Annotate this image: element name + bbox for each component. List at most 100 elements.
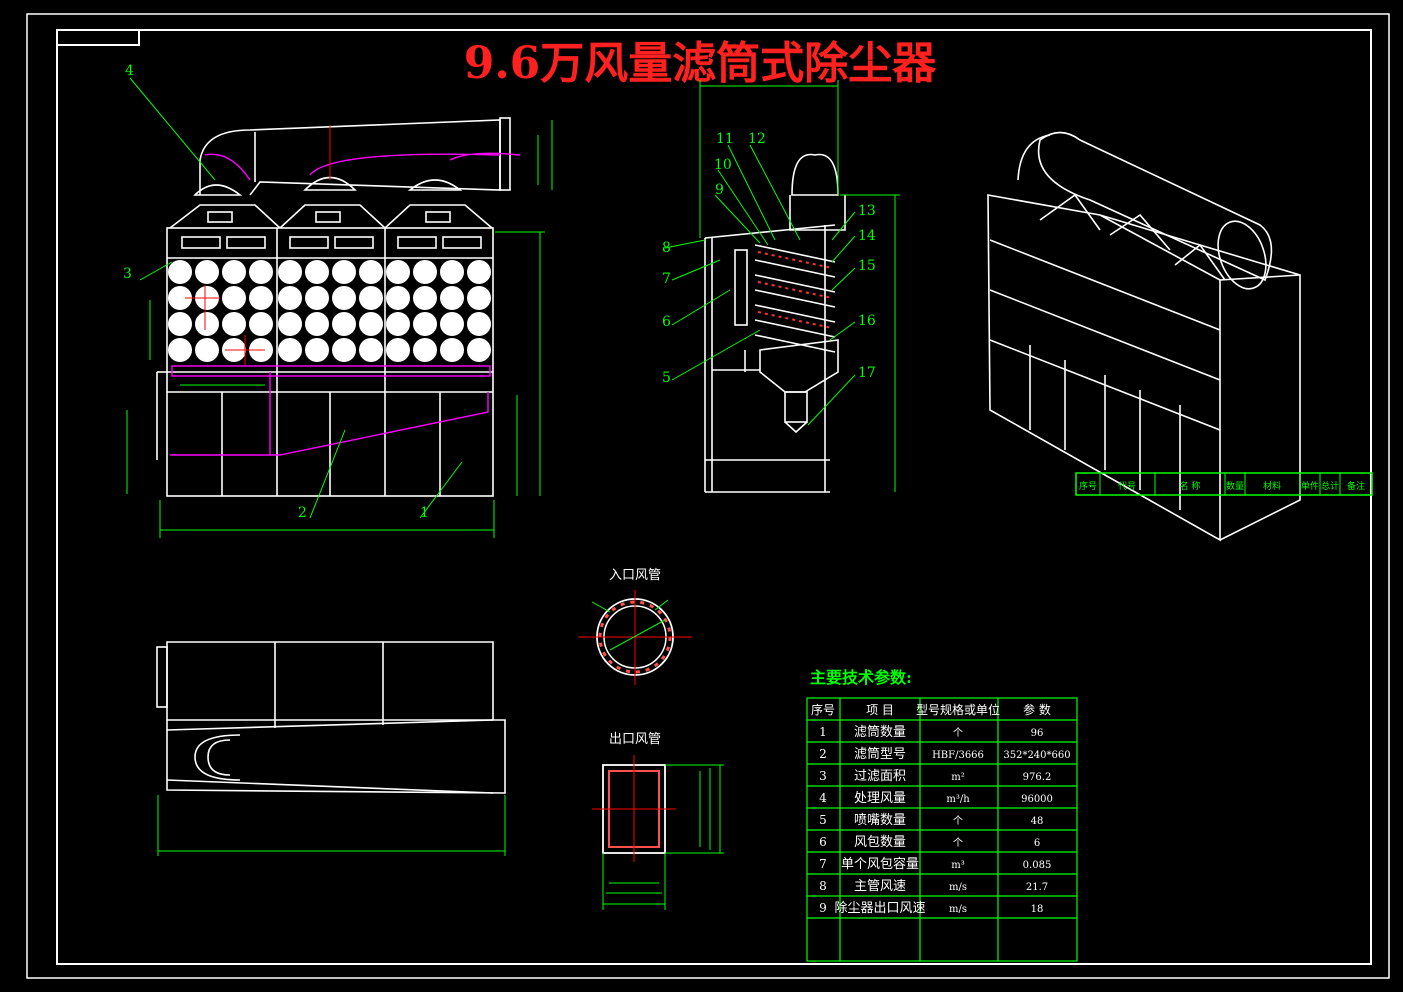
filter-cartridge-22 — [413, 286, 437, 310]
filter-cartridge-45 — [386, 338, 410, 362]
filter-cartridge-31 — [332, 312, 356, 336]
filter-cartridge-6 — [305, 260, 329, 284]
bom-header-3: 数量 — [1226, 480, 1244, 492]
callout-14: 14 — [858, 228, 876, 244]
filter-cartridge-23 — [440, 286, 464, 310]
outer-border — [26, 13, 1390, 979]
side-dimensions — [699, 80, 900, 492]
params-cell-8-2: m/s — [949, 882, 967, 893]
filter-cartridge-11 — [440, 260, 464, 284]
params-header-1: 项 目 — [866, 703, 894, 717]
side-leaders — [664, 144, 856, 426]
params-cell-5-0: 5 — [819, 813, 827, 827]
params-cell-8-0: 8 — [819, 879, 827, 893]
callout-10: 10 — [714, 157, 732, 173]
side-filters — [754, 244, 836, 353]
outlet-duct — [592, 755, 724, 910]
filter-cartridge-25 — [168, 312, 192, 336]
params-cell-1-0: 1 — [819, 725, 827, 739]
bom-header-0: 序号 — [1079, 480, 1097, 492]
params-cell-3-2: m² — [951, 772, 965, 783]
params-cell-5-2: 个 — [953, 815, 963, 827]
filter-cartridge-20 — [359, 286, 383, 310]
filter-cartridge-35 — [440, 312, 464, 336]
bom-header-labels: 序号 代号 名 称 数量 材料 单件总计备注 — [1079, 480, 1365, 492]
filter-cartridge-7 — [332, 260, 356, 284]
filter-cartridge-10 — [413, 260, 437, 284]
params-cell-8-3: 21.7 — [1026, 882, 1048, 893]
params-cell-4-0: 4 — [819, 791, 827, 805]
params-cell-5-1: 喷嘴数量 — [854, 813, 906, 828]
bom-header-1: 代号 — [1118, 481, 1136, 492]
front-view — [156, 117, 511, 497]
params-cell-6-3: 6 — [1034, 838, 1040, 849]
callout-1: 1 — [420, 505, 429, 521]
filter-cartridge-2 — [195, 260, 219, 284]
inlet-duct — [578, 590, 692, 685]
bom-header-2: 名 称 — [1180, 480, 1201, 492]
params-header-3: 参 数 — [1023, 702, 1051, 717]
params-table-grid — [806, 697, 1078, 962]
filter-cartridge-36 — [467, 312, 491, 336]
params-cell-6-0: 6 — [819, 835, 827, 849]
params-cell-2-0: 2 — [819, 747, 827, 761]
params-cell-3-3: 976.2 — [1023, 772, 1052, 783]
filter-cartridge-46 — [413, 338, 437, 362]
bom-header-7: 备注 — [1347, 480, 1365, 492]
filter-cartridge-29 — [278, 312, 302, 336]
filter-cartridge-15 — [222, 286, 246, 310]
params-cell-7-1: 单个风包容量 — [841, 856, 919, 872]
params-cell-7-3: 0.085 — [1023, 860, 1052, 871]
params-cell-3-1: 过滤面积 — [854, 769, 906, 784]
callout-11: 11 — [716, 131, 734, 147]
bom-header-4: 材料 — [1263, 480, 1281, 492]
filter-cartridge-1 — [168, 260, 192, 284]
callout-7: 7 — [662, 271, 671, 287]
params-cell-3-0: 3 — [819, 769, 827, 783]
callout-3: 3 — [123, 266, 132, 282]
filter-cartridge-48 — [467, 338, 491, 362]
filter-cartridge-34 — [413, 312, 437, 336]
inlet-duct-title: 入口风管 — [609, 568, 661, 583]
filter-cartridge-17 — [278, 286, 302, 310]
params-cell-9-1: 除尘器出口风速 — [834, 901, 925, 916]
filter-cartridge-42 — [305, 338, 329, 362]
callout-16: 16 — [858, 313, 876, 329]
params-cell-9-2: m/s — [949, 904, 967, 915]
filter-cartridge-12 — [467, 260, 491, 284]
filter-cartridge-16 — [249, 286, 273, 310]
filter-cartridge-44 — [359, 338, 383, 362]
filter-cartridge-33 — [386, 312, 410, 336]
callout-8: 8 — [662, 240, 671, 256]
params-cell-1-2: 个 — [953, 727, 963, 739]
border-tab — [57, 29, 140, 46]
params-cell-5-3: 48 — [1031, 816, 1044, 827]
params-cell-8-1: 主管风速 — [854, 879, 906, 894]
filter-cartridge-30 — [305, 312, 329, 336]
params-cell-1-3: 96 — [1031, 728, 1044, 739]
plan-view — [156, 641, 506, 794]
air-flow-lines — [170, 152, 521, 456]
params-cell-4-2: m³/h — [946, 794, 970, 805]
bom-header-6: 总计 — [1321, 480, 1339, 492]
bom-header-5: 单件 — [1301, 480, 1319, 492]
filter-cartridge-47 — [440, 338, 464, 362]
side-filter-marks — [757, 251, 833, 329]
inner-border — [56, 29, 1372, 965]
params-header-2: 型号规格或单位 — [916, 702, 1000, 717]
side-view — [704, 153, 846, 493]
filter-cartridge-41 — [278, 338, 302, 362]
callout-4: 4 — [125, 63, 134, 79]
isometric-view — [987, 131, 1301, 542]
params-cell-4-3: 96000 — [1021, 794, 1053, 805]
callout-15: 15 — [858, 258, 876, 274]
filter-cartridge-26 — [195, 312, 219, 336]
filter-cartridge-32 — [359, 312, 383, 336]
filter-cartridge-38 — [195, 338, 219, 362]
filter-cartridge-24 — [467, 286, 491, 310]
filter-cartridge-3 — [222, 260, 246, 284]
filter-cartridge-21 — [386, 286, 410, 310]
filter-cartridge-13 — [168, 286, 192, 310]
callout-12: 12 — [748, 131, 766, 147]
